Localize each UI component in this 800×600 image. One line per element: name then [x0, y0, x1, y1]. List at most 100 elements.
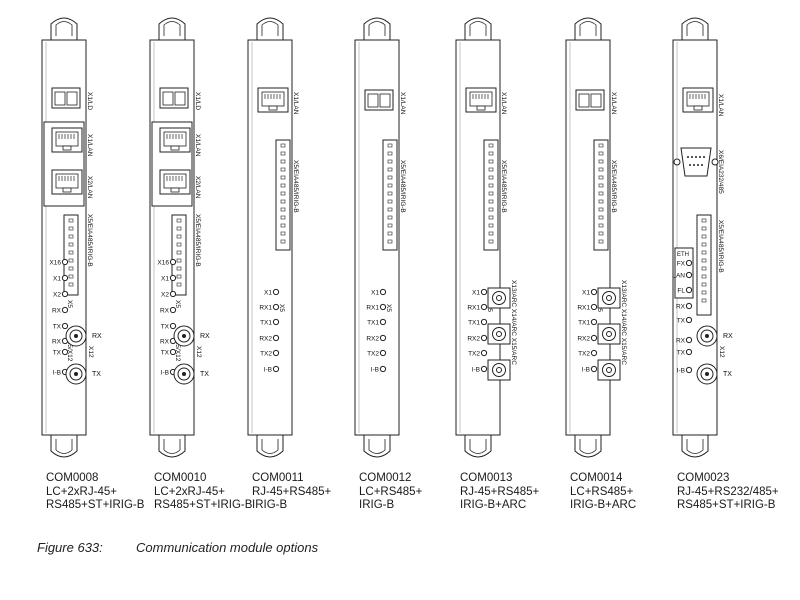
module-com0011: X1/LANX5/EIA485/IRIG-BX1RX1TX1RX2TX2I-BX…	[247, 17, 299, 458]
bnc-label: TX	[92, 371, 101, 378]
led-label: TX1	[468, 320, 480, 327]
arc-label: X13/ARC X14/ARC X15/ARC	[510, 280, 517, 365]
terminal-pin	[598, 183, 604, 188]
db9-pin	[691, 156, 693, 158]
led-label: X1	[161, 276, 169, 283]
terminal-pin	[280, 167, 286, 172]
terminal-block	[63, 214, 79, 296]
terminal-label: X5/EIA485/IRIG-B	[500, 160, 507, 213]
terminal-pin	[598, 175, 604, 180]
led-indicator	[61, 322, 69, 330]
terminal-pin	[598, 167, 604, 172]
latch-inner	[55, 21, 73, 36]
terminal-pin	[280, 239, 286, 244]
led-label: RX	[160, 339, 170, 346]
bnc-label: RX	[200, 333, 210, 340]
port-label: X1/LAN	[399, 92, 406, 115]
module-code: COM0008	[46, 472, 99, 484]
side-label: X5/X12	[66, 340, 73, 362]
led-label: I-B	[161, 370, 169, 377]
terminal-pin	[488, 175, 494, 180]
module-description: LC+RS485+	[359, 485, 423, 498]
st-connector-core	[182, 334, 186, 338]
led-indicator	[379, 288, 387, 296]
led-label: RX	[52, 308, 62, 315]
arc-label: X13/ARC X14/ARC X15/ARC	[620, 280, 627, 365]
led-indicator	[272, 318, 280, 326]
module-com0013: X1/LANX5/EIA485/IRIG-BX1RX1TX1RX2TX2I-BX…	[455, 17, 517, 458]
led-label: RX1	[366, 305, 379, 312]
lc-socket	[162, 91, 174, 106]
terminal-pin	[387, 159, 393, 164]
terminal-pin	[176, 258, 182, 263]
led-indicator	[685, 348, 693, 356]
terminal-pin	[68, 234, 74, 239]
terminal-pin	[701, 290, 707, 295]
port-label: X1/LAN	[86, 134, 93, 157]
latch-inner	[579, 21, 597, 36]
bnc-label: RX	[723, 333, 733, 340]
led-label: RX1	[577, 305, 590, 312]
led-label: RX	[676, 338, 686, 345]
terminal-pin	[176, 274, 182, 279]
latch-inner	[261, 439, 279, 454]
st-connector-core	[182, 372, 186, 376]
terminal-pin	[488, 239, 494, 244]
terminal-pin	[68, 242, 74, 247]
terminal-pin	[701, 234, 707, 239]
led-label: I-B	[371, 367, 379, 374]
terminal-pin	[387, 167, 393, 172]
terminal-pin	[280, 175, 286, 180]
led-label: TX2	[260, 351, 272, 358]
terminal-pin	[598, 231, 604, 236]
terminal-pin	[488, 151, 494, 156]
terminal-pin	[701, 274, 707, 279]
module-com0012: X1/LANX5/EIA485/IRIG-BX1RX1TX1RX2TX2I-BX…	[354, 17, 406, 458]
led-label: X1	[264, 290, 272, 297]
module-description: LC+2xRJ-45+	[46, 485, 117, 498]
latch-inner	[469, 439, 487, 454]
bnc-label: X12	[87, 346, 94, 358]
led-label: TX	[53, 350, 62, 357]
module-description: RJ-45+RS485+	[460, 485, 540, 498]
db9-pin	[703, 156, 705, 158]
led-label: TX1	[260, 320, 272, 327]
connector-label: X6/EIA232/485	[717, 150, 724, 194]
bnc-label: RX	[92, 333, 102, 340]
terminal-label: X5/EIA485/IRIG-B	[717, 220, 724, 273]
terminal-pin	[68, 250, 74, 255]
led-label: RX	[52, 339, 62, 346]
terminal-pin	[488, 215, 494, 220]
latch-inner	[261, 21, 279, 36]
bnc-label: TX	[200, 371, 209, 378]
led-label: X1	[582, 290, 590, 297]
rj45-tab	[170, 145, 180, 151]
led-indicator	[61, 348, 69, 356]
led-label: FL	[677, 288, 685, 295]
led-indicator	[590, 288, 598, 296]
db9-connector	[680, 147, 712, 177]
terminal-pin	[387, 239, 393, 244]
port-label: X1/LD	[194, 92, 201, 110]
terminal-pin	[488, 199, 494, 204]
led-label: TX1	[578, 320, 590, 327]
terminal-pin	[176, 226, 182, 231]
st-connector-core	[74, 334, 78, 338]
led-indicator	[590, 334, 598, 342]
terminal-pin	[598, 143, 604, 148]
led-indicator	[590, 318, 598, 326]
led-label: RX2	[577, 336, 590, 343]
port-label: X1/LAN	[610, 92, 617, 115]
terminal-pin	[701, 266, 707, 271]
db9-pin	[695, 156, 697, 158]
terminal-label: X5/EIA485/IRIG-B	[610, 160, 617, 213]
terminal-pin	[68, 226, 74, 231]
db9-pin	[693, 164, 695, 166]
terminal-pin	[701, 226, 707, 231]
terminal-label: X5/EIA485/IRIG-B	[194, 214, 201, 267]
led-indicator	[272, 288, 280, 296]
terminal-pin	[176, 218, 182, 223]
led-indicator	[480, 365, 488, 373]
bnc-label: X12	[718, 346, 725, 358]
